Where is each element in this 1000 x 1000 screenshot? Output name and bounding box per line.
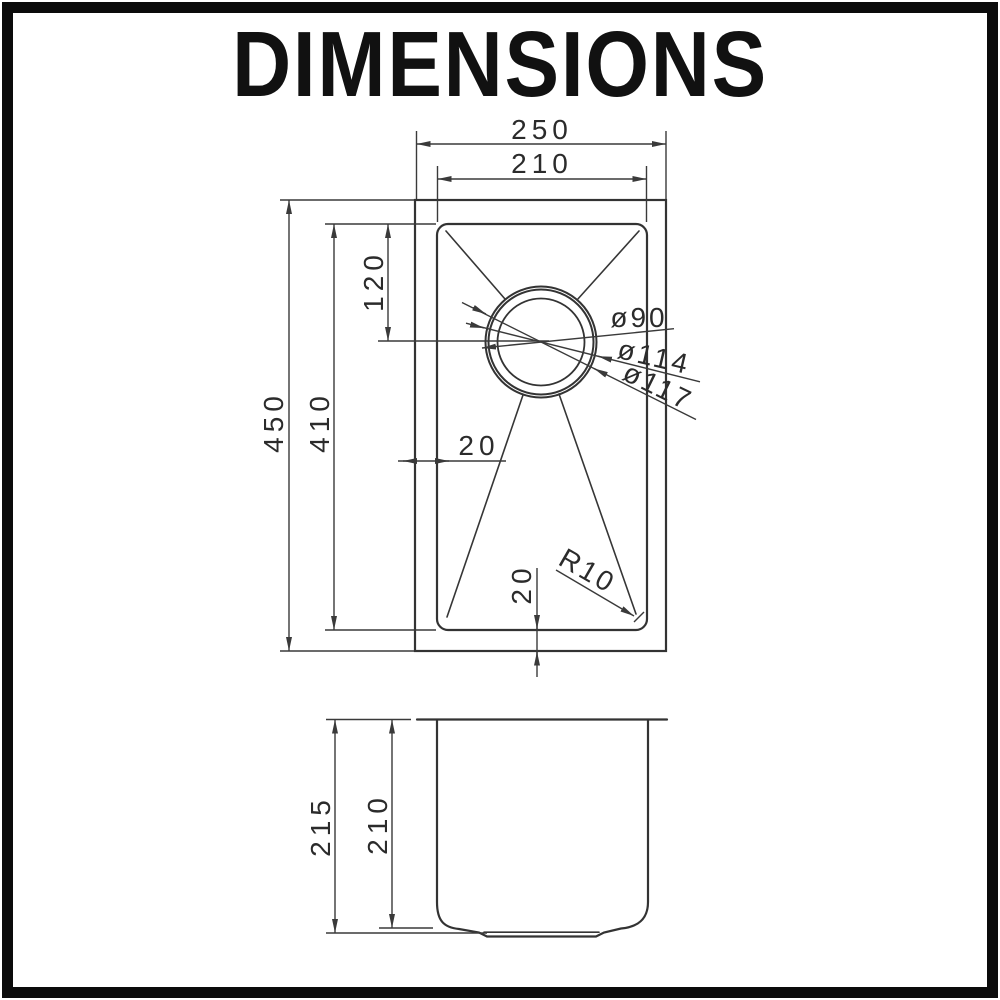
dim-overall-depth: 215 [305,718,487,934]
dim-rim-bottom: 20 [506,563,540,677]
dim-overall-depth-label: 215 [305,795,336,857]
dim-inner-length: 410 [304,223,436,631]
dim-rim-left-label: 20 [458,430,499,461]
drain-circle-outer [484,285,598,399]
dim-corner-radius-label: R10 [554,542,622,599]
sink-outer-outline [413,198,668,653]
drain-circle-mid [487,288,595,396]
side-view: 215 210 [305,718,669,938]
dim-drain-dia-90: ø90 [481,302,675,350]
sink-bowl-outline [435,222,649,632]
dim-outer-width-label: 250 [511,114,573,145]
dim-bowl-depth-label: 210 [362,793,393,855]
page-title: DIMENSIONS [232,12,768,116]
dim-rim-left: 20 [398,430,506,464]
dim-drain-offset: 120 [358,224,549,342]
dim-drain-offset-label: 120 [358,250,389,312]
top-view: 250 210 450 410 [258,114,701,677]
drain-circle-inner [496,297,586,387]
dim-corner-radius: R10 [554,542,645,623]
dim-inner-width: 210 [436,148,648,222]
dim-rim-bottom-label: 20 [506,563,537,604]
bowl-crease-lines [445,230,640,618]
dim-bowl-depth: 210 [362,719,433,929]
dim-drain-dia-90-label: ø90 [610,302,667,333]
dim-outer-length-label: 450 [258,391,289,453]
dim-outer-width: 250 [415,114,667,199]
dim-inner-width-label: 210 [511,148,573,179]
dim-outer-length: 450 [258,199,414,652]
dim-inner-length-label: 410 [304,391,335,453]
bowl-profile [435,718,650,938]
